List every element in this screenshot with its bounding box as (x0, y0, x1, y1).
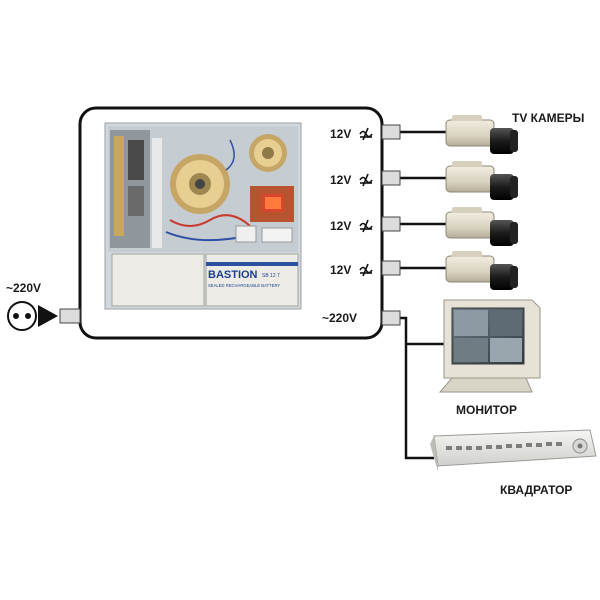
input-voltage-label: ~220V (6, 281, 41, 295)
camera-icon (445, 251, 518, 290)
output-label-3: 12V (330, 219, 351, 233)
quad-wire (400, 316, 434, 460)
ac-plug-icon (7, 301, 58, 331)
dc-symbol-icon (359, 263, 373, 277)
dc-symbol-icon (359, 219, 373, 233)
connectors (59, 124, 401, 326)
dc-symbol-icon (359, 127, 373, 141)
wires (60, 130, 446, 460)
cameras (445, 115, 518, 290)
dc-symbol-icon (359, 173, 373, 187)
output-label-1: 12V (330, 127, 351, 141)
quad-icon (430, 429, 597, 472)
cameras-label: TV КАМЕРЫ (512, 111, 584, 125)
ac-out-label: ~220V (322, 311, 357, 325)
quad-label: КВАДРАТОР (500, 483, 572, 497)
camera-icon (445, 207, 518, 246)
battery-caption: SEALED RECHARGEABLE BATTERY (208, 283, 280, 288)
psu-outputs: 12V 12V 12V 12V ~220V (322, 127, 373, 325)
battery-brand: BASTION (208, 269, 258, 281)
psu-photo: BASTION SB 12 7 SEALED RECHARGEABLE BATT… (104, 122, 302, 310)
output-label-2: 12V (330, 173, 351, 187)
battery-model: SB 12 7 (262, 273, 280, 279)
monitor-icon (438, 299, 541, 393)
camera-icon (445, 115, 518, 154)
monitor-label: МОНИТОР (456, 403, 517, 417)
camera-icon (445, 161, 518, 200)
output-label-4: 12V (330, 263, 351, 277)
